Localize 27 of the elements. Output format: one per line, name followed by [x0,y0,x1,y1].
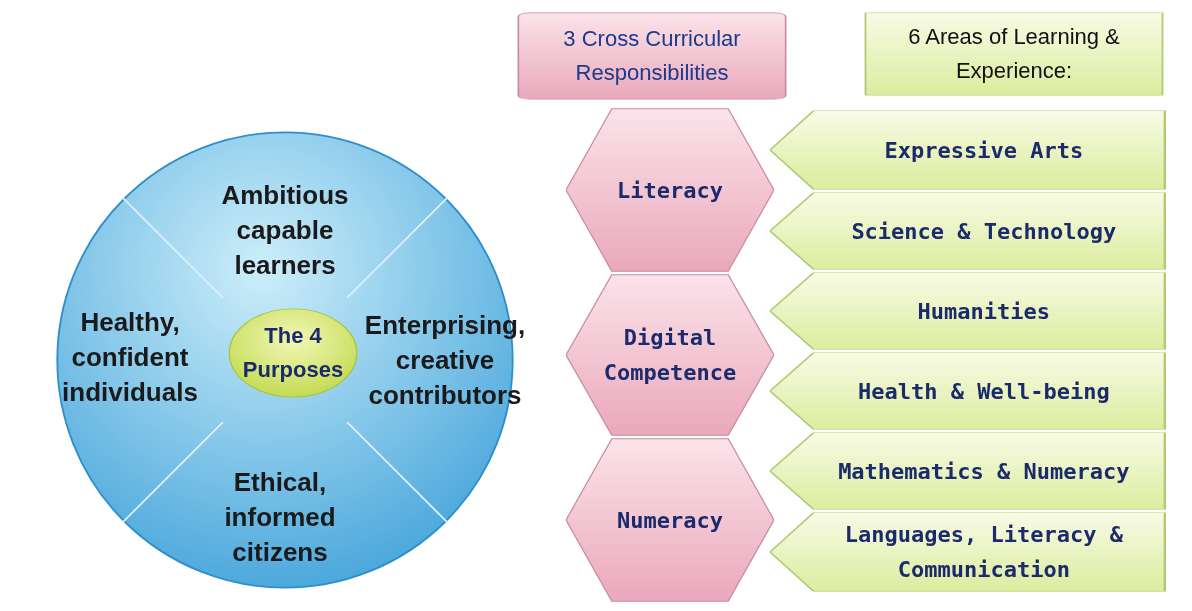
label-text: Literacy [616,176,724,205]
label-text: Mathematics & Numeracy [837,457,1131,486]
arrow-tag [770,192,1166,270]
label-text: Science & Technology [850,217,1118,246]
hexagon [566,438,774,602]
label-text: Health & Well-being [857,377,1111,406]
label-text: Expressive Arts [883,136,1085,165]
label-text: Humanities [916,297,1052,326]
purpose-text: Ambitious capable learners [220,179,350,282]
hexagon [566,274,774,436]
purpose-text: Healthy, confident individuals [61,306,199,409]
label-text: The 4 Purposes [241,322,345,384]
label-text: Numeracy [616,506,724,535]
center-ellipse [228,308,358,398]
arrow-tag [770,512,1166,592]
arrow-tag [770,110,1166,190]
heading-box [864,12,1164,96]
arrow-tag [770,352,1166,430]
label-text: Languages, Literacy & Communication [843,521,1124,584]
arrow-tag [770,272,1166,350]
purpose-text: Ethical, informed citizens [223,466,337,569]
arrow-tag [770,432,1166,510]
heading-box [517,12,787,100]
label-text: Digital Competence [602,324,738,387]
label-text: 3 Cross Curricular Responsibilities [562,25,742,87]
hexagon [566,108,774,272]
label-text: 6 Areas of Learning & Experience: [907,23,1121,85]
